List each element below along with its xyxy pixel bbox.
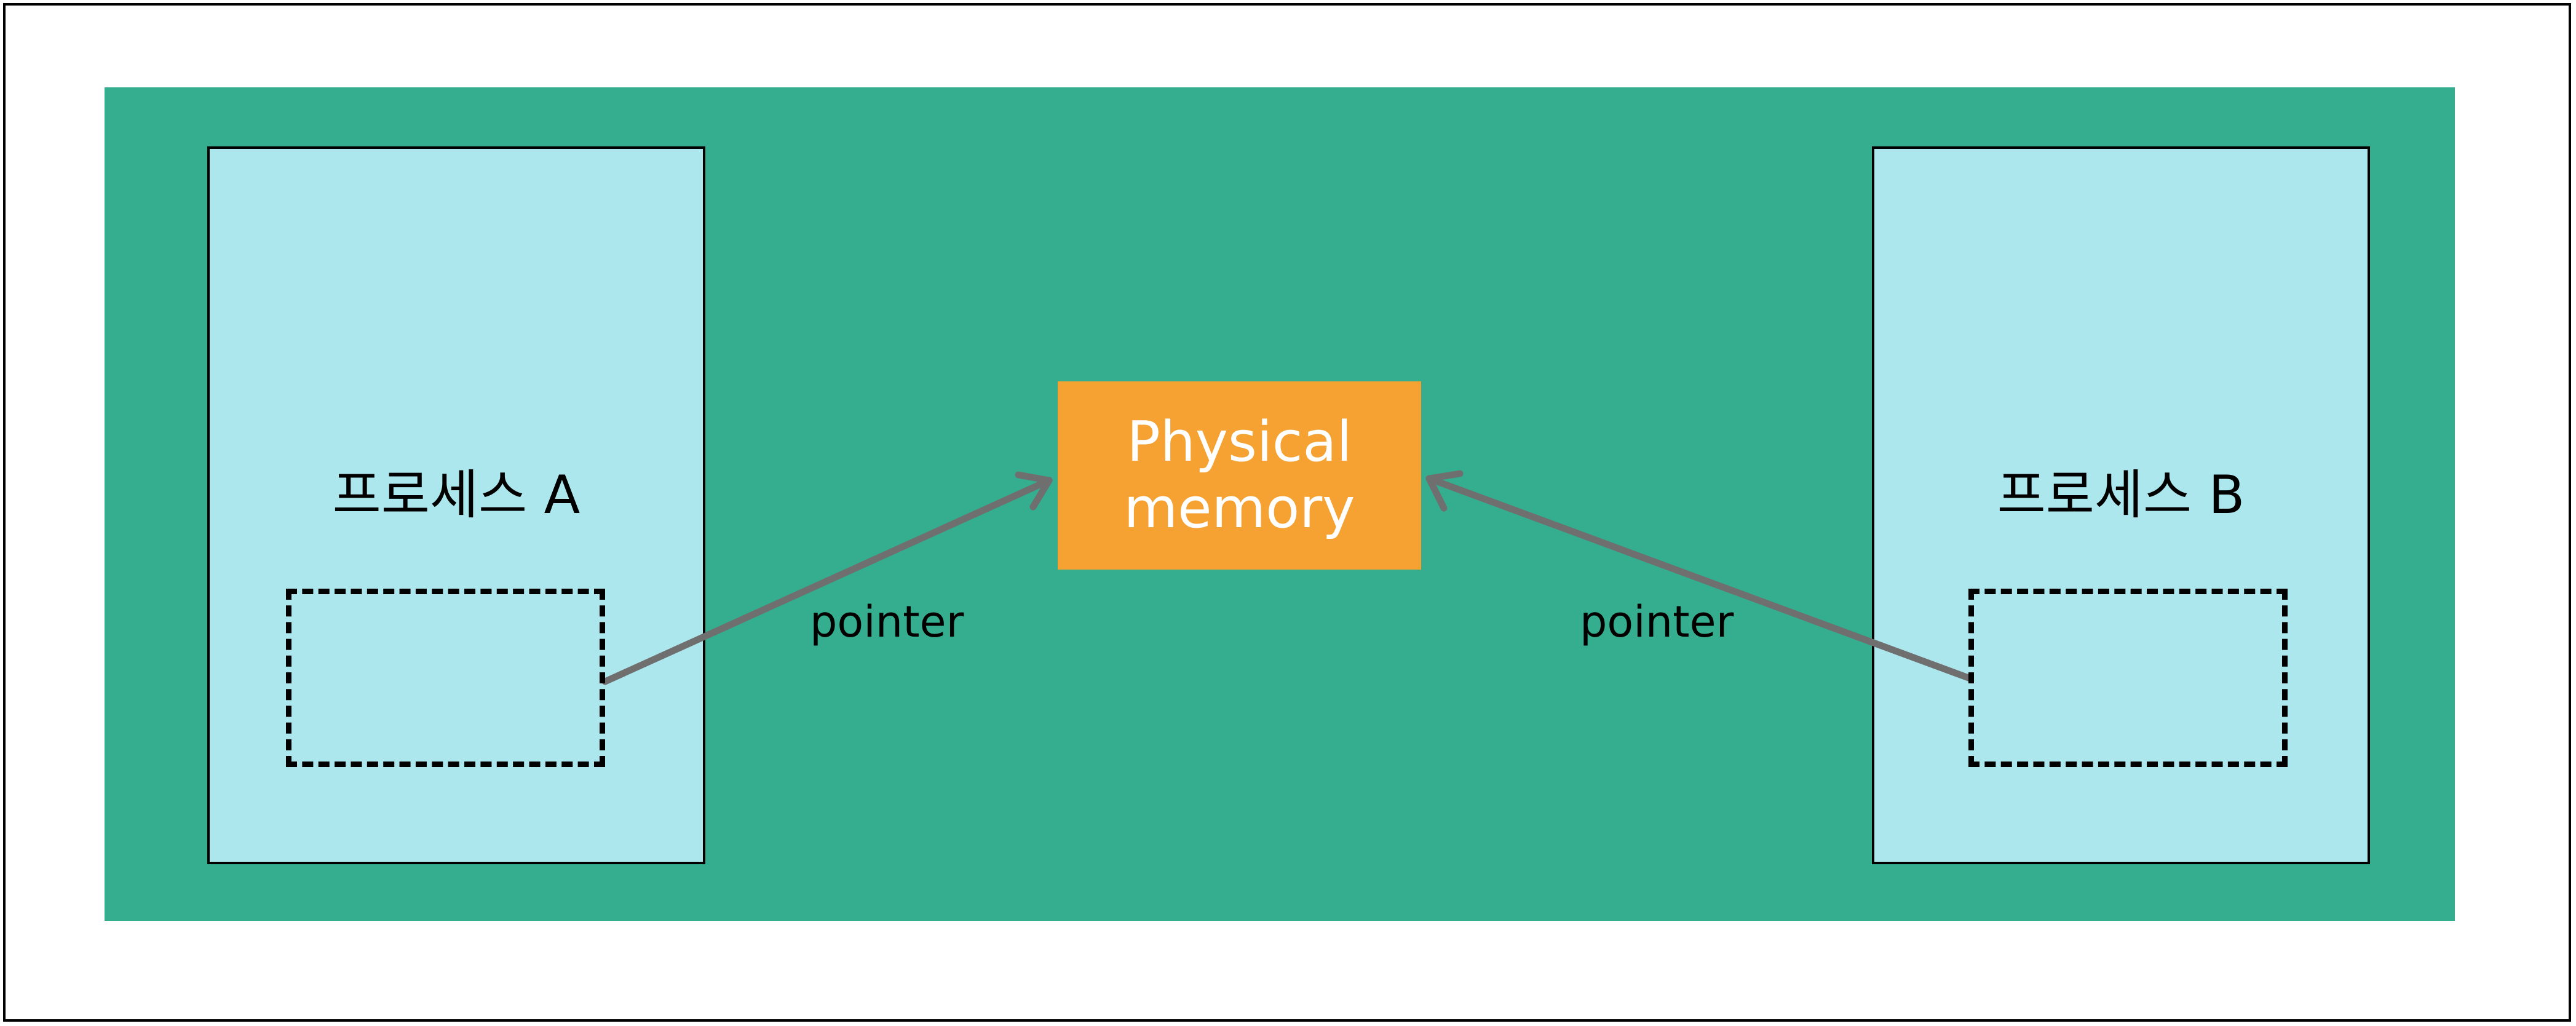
physical-memory-box: Physical memory	[1058, 381, 1421, 570]
pointer-arrow-a	[601, 471, 1053, 685]
process-a-box: 프로세스 A	[207, 146, 705, 864]
physical-memory-label-line1: Physical	[1127, 410, 1352, 474]
process-a-label: 프로세스 A	[332, 464, 581, 526]
process-b-pointer-region	[1968, 589, 2288, 767]
pointer-label-b: pointer	[1580, 597, 1734, 647]
process-a-pointer-region	[286, 589, 605, 767]
pointer-label-a: pointer	[810, 597, 964, 647]
physical-memory-label-line2: memory	[1124, 476, 1355, 541]
pointer-arrow-b	[1425, 470, 1972, 682]
process-b-label: 프로세스 B	[1997, 464, 2245, 526]
